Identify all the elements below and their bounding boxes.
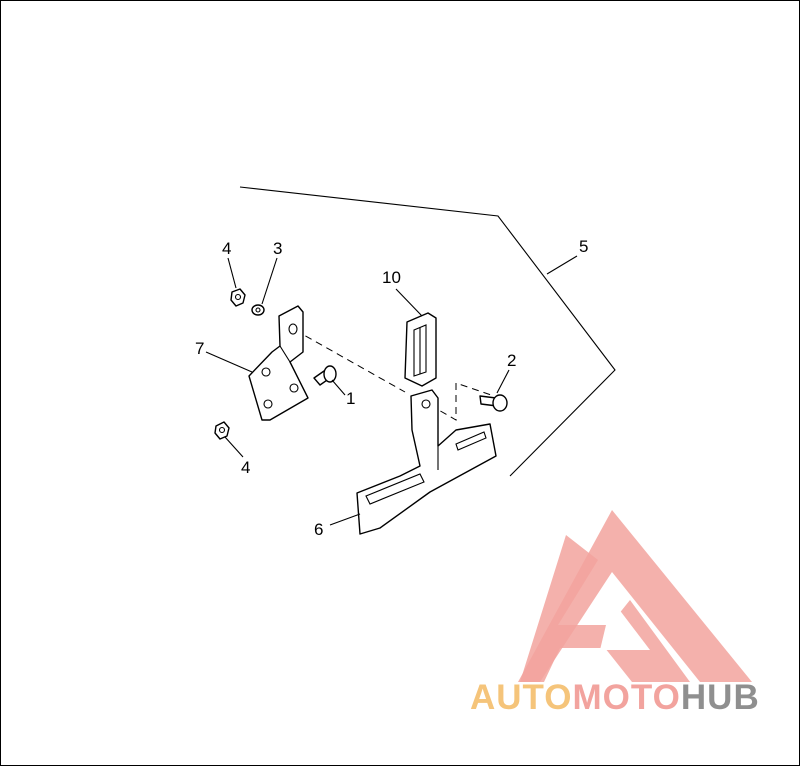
callout-5: 5 [579, 237, 588, 256]
callout-3: 3 [273, 239, 282, 258]
leader-5 [546, 255, 578, 275]
callout-4-upper: 4 [222, 239, 231, 258]
part-4-nut-upper [230, 288, 246, 307]
assembly-line-right [429, 382, 495, 421]
watermark-text-hub: HUB [680, 678, 760, 717]
group-bracket-5 [239, 186, 616, 477]
leader-4-upper [227, 257, 237, 289]
callout-1: 1 [346, 389, 355, 408]
leader-6 [329, 513, 361, 526]
leader-7 [205, 351, 253, 373]
callout-7: 7 [195, 339, 204, 358]
part-7-mounting-bracket [248, 305, 309, 421]
leader-1 [331, 379, 346, 396]
part-3-washer [251, 304, 265, 316]
leader-4-lower [224, 436, 244, 458]
leader-10 [395, 288, 423, 317]
assembly-line-upper [294, 329, 406, 393]
callout-4-lower: 4 [241, 458, 250, 477]
part-4-nut-lower [214, 421, 230, 440]
leader-2 [496, 369, 510, 394]
callout-10: 10 [382, 268, 401, 287]
watermark-text-moto: MOTO [572, 678, 681, 717]
watermark-logo [518, 510, 752, 682]
callout-2: 2 [507, 351, 516, 370]
part-10-clip [404, 312, 437, 387]
watermark-text-auto: AUTO [470, 678, 573, 717]
part-2-bolt [479, 394, 508, 412]
leader-3 [261, 257, 278, 305]
watermark-text: AUTOMOTOHUB [470, 678, 760, 718]
callout-6: 6 [314, 520, 323, 539]
watermark-logo-cutout [600, 600, 650, 650]
part-6-plate-bracket [356, 389, 497, 535]
part-1-screw [313, 365, 337, 386]
